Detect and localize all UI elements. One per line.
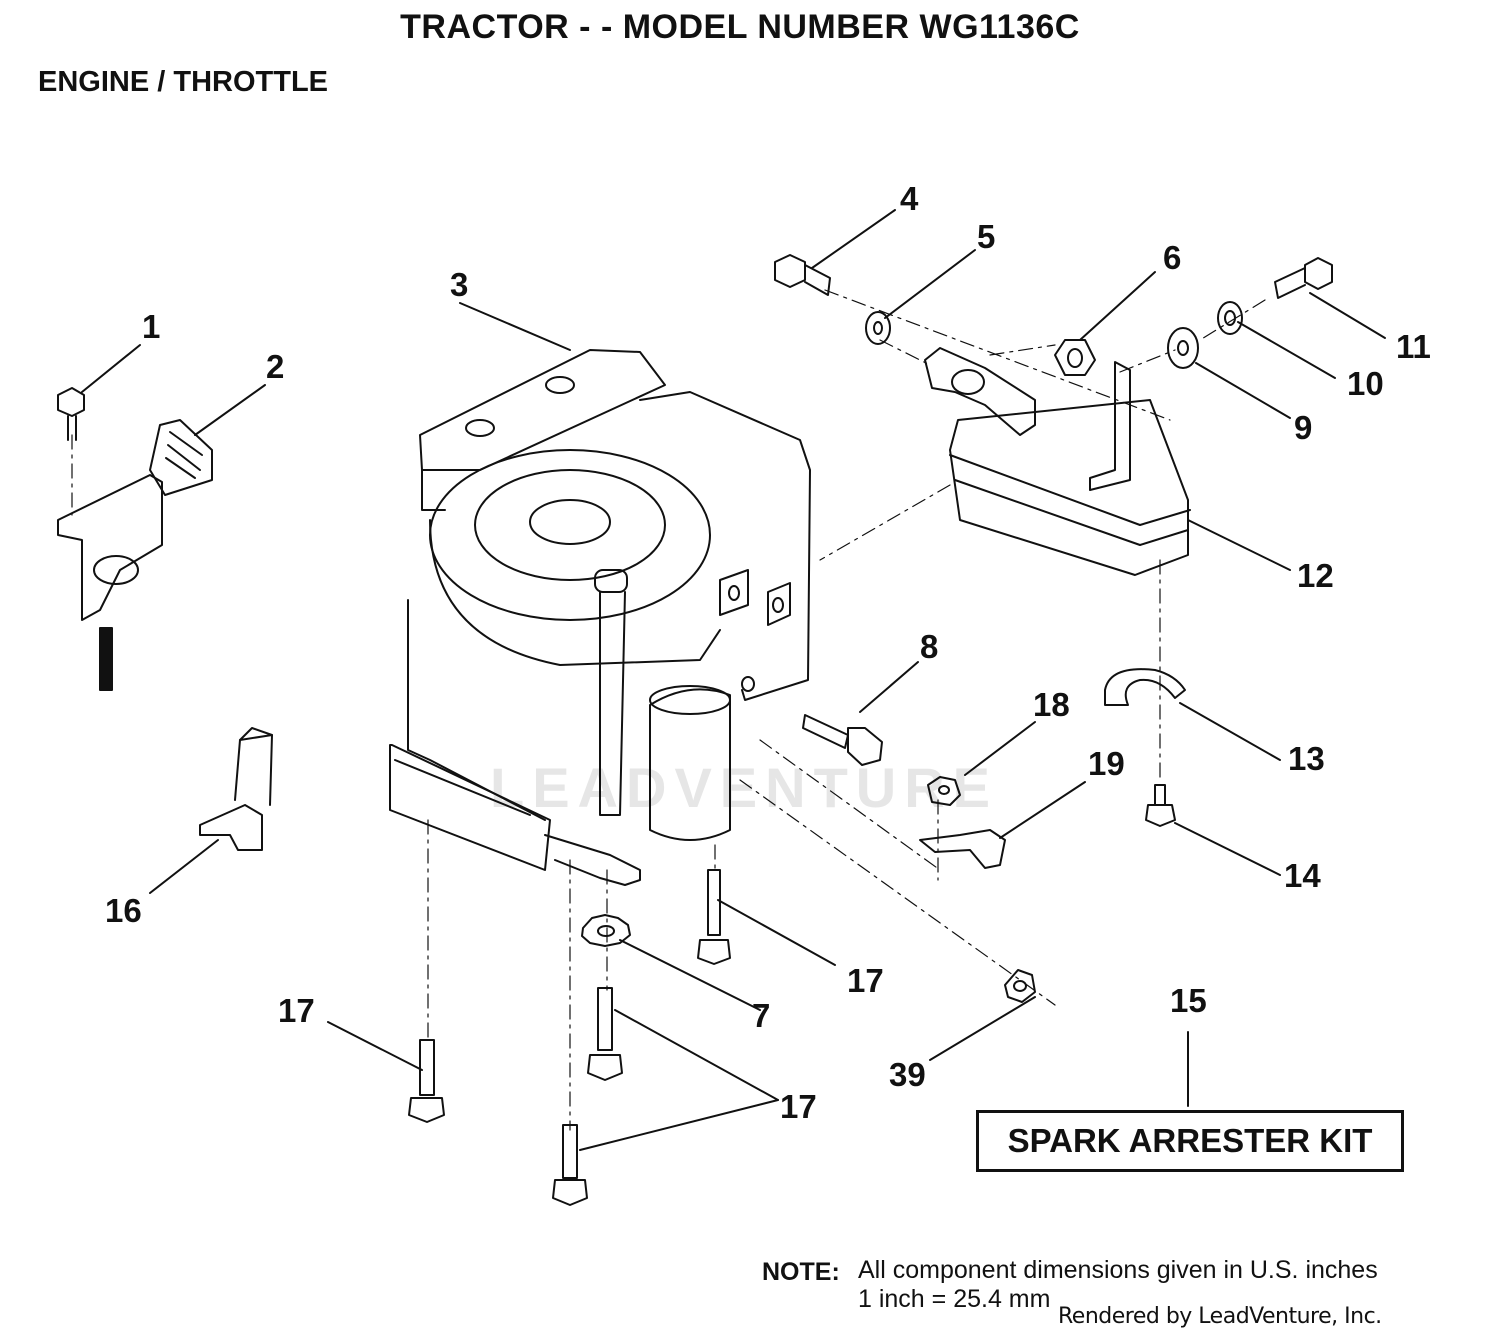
engine-icon [389, 349, 811, 886]
screw-icon [1145, 784, 1176, 827]
callout-13[interactable]: 13 [1288, 740, 1325, 777]
spark-arrester-kit-box[interactable]: SPARK ARRESTER KIT [976, 1110, 1404, 1172]
note-line-1: All component dimensions given in U.S. i… [858, 1256, 1378, 1284]
callout-9[interactable]: 9 [1294, 409, 1313, 446]
footer-credit: Rendered by LeadVenture, Inc. [1058, 1304, 1382, 1329]
section-subtitle: ENGINE / THROTTLE [38, 66, 328, 98]
callout-11[interactable]: 11 [1396, 328, 1431, 365]
callout-10[interactable]: 10 [1347, 365, 1384, 402]
engine-bolt-icon [802, 714, 883, 766]
throttle-bracket-icon [57, 387, 213, 691]
note-line-2: 1 inch = 25.4 mm [858, 1285, 1051, 1313]
callout-17-lower[interactable]: 17 [780, 1088, 817, 1125]
callout-6[interactable]: 6 [1163, 239, 1182, 276]
hex-bolt-icon [408, 869, 731, 1206]
kit-label: SPARK ARRESTER KIT [1007, 1122, 1373, 1159]
callout-39[interactable]: 39 [889, 1056, 926, 1093]
washer-icon [865, 301, 1243, 369]
callout-4[interactable]: 4 [900, 180, 919, 217]
callout-1[interactable]: 1 [142, 308, 161, 345]
callout-14[interactable]: 14 [1284, 857, 1321, 894]
note-text: All component dimensions given in U.S. i… [858, 1256, 1378, 1314]
callout-12[interactable]: 12 [1297, 557, 1334, 594]
note-label: NOTE: [762, 1258, 840, 1286]
callout-7[interactable]: 7 [752, 997, 771, 1034]
callout-2[interactable]: 2 [266, 348, 285, 385]
bolt-icon [774, 254, 1333, 299]
callout-19[interactable]: 19 [1088, 745, 1125, 782]
callout-16[interactable]: 16 [105, 892, 142, 929]
callout-3[interactable]: 3 [450, 266, 469, 303]
nut-icon [927, 776, 1036, 1003]
gasket-icon [1054, 339, 1096, 376]
muffler-icon [924, 347, 1191, 576]
clamp-icon [919, 829, 1006, 869]
callout-15[interactable]: 15 [1170, 982, 1207, 1019]
callout-18[interactable]: 18 [1033, 686, 1070, 723]
lock-washer-icon [581, 914, 631, 947]
callout-5[interactable]: 5 [977, 218, 996, 255]
callout-17-left[interactable]: 17 [278, 992, 315, 1029]
spark-arrester-screen-icon [1104, 668, 1186, 706]
page-title: TRACTOR - - MODEL NUMBER WG1136C [400, 8, 1080, 46]
leader-lines [81, 209, 1386, 1151]
callout-17-upper[interactable]: 17 [847, 962, 884, 999]
mounting-bracket-icon [199, 727, 273, 851]
watermark-text: LEADVENTURE [490, 756, 999, 819]
callout-8[interactable]: 8 [920, 628, 939, 665]
alignment-lines [71, 289, 1266, 1131]
